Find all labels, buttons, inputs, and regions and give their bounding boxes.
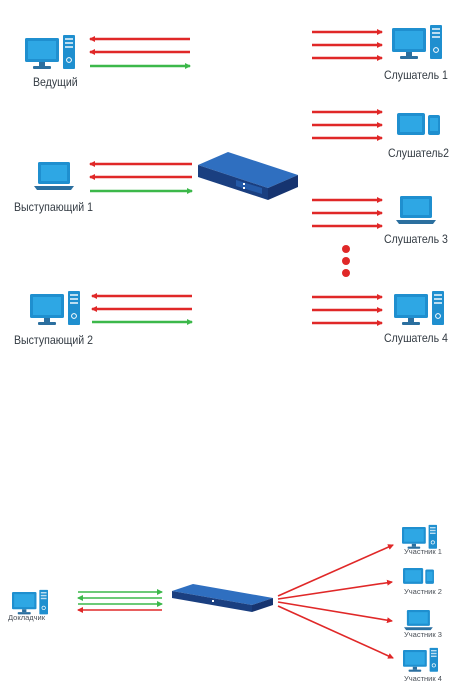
listener-4-desktop-icon xyxy=(393,290,445,326)
listener-2-tablet-icon xyxy=(397,113,440,135)
listener-1-label: Слушатель 1 xyxy=(384,68,448,82)
listener-1-arrows xyxy=(312,29,383,61)
presenter-label: Ведущий xyxy=(33,75,78,89)
speaker-desktop-icon xyxy=(11,589,49,615)
participant-2-tablet-icon xyxy=(403,568,434,584)
speaker-2-label: Выступающий 2 xyxy=(14,333,93,347)
server-icon xyxy=(198,152,298,200)
speaker-1-arrows xyxy=(89,161,193,194)
listener-4-arrows xyxy=(312,294,383,326)
listener-3-arrows xyxy=(312,197,383,229)
speaker-bottom-arrows xyxy=(77,589,163,613)
ellipsis-dots xyxy=(342,245,350,277)
participant-2-label: Участник 2 xyxy=(404,587,442,596)
participant-1-label: Участник 1 xyxy=(404,547,442,556)
speaker-1-label: Выступающий 1 xyxy=(14,200,93,214)
speaker-2-desktop-icon xyxy=(29,290,81,326)
server-bottom-icon xyxy=(172,584,273,612)
listener-3-laptop-icon xyxy=(396,196,436,224)
listener-2-label: Слушатель2 xyxy=(388,146,449,160)
listener-1-desktop-icon xyxy=(391,24,443,60)
listener-3-label: Слушатель 3 xyxy=(384,232,448,246)
listener-4-label: Слушатель 4 xyxy=(384,331,448,345)
presenter-arrows xyxy=(89,36,191,69)
participant-arrows xyxy=(277,544,394,659)
participant-4-desktop-icon xyxy=(402,647,439,673)
participant-3-label: Участник 3 xyxy=(404,630,442,639)
listener-2-arrows xyxy=(312,109,383,141)
participant-1-desktop-icon xyxy=(401,524,438,550)
participant-4-label: Участник 4 xyxy=(404,674,442,683)
speaker-1-laptop-icon xyxy=(34,162,74,190)
presenter-desktop-icon xyxy=(24,34,76,70)
speaker-2-arrows xyxy=(91,293,193,325)
participant-3-laptop-icon xyxy=(404,610,433,631)
speaker-bottom-label: Докладчик xyxy=(8,613,46,622)
